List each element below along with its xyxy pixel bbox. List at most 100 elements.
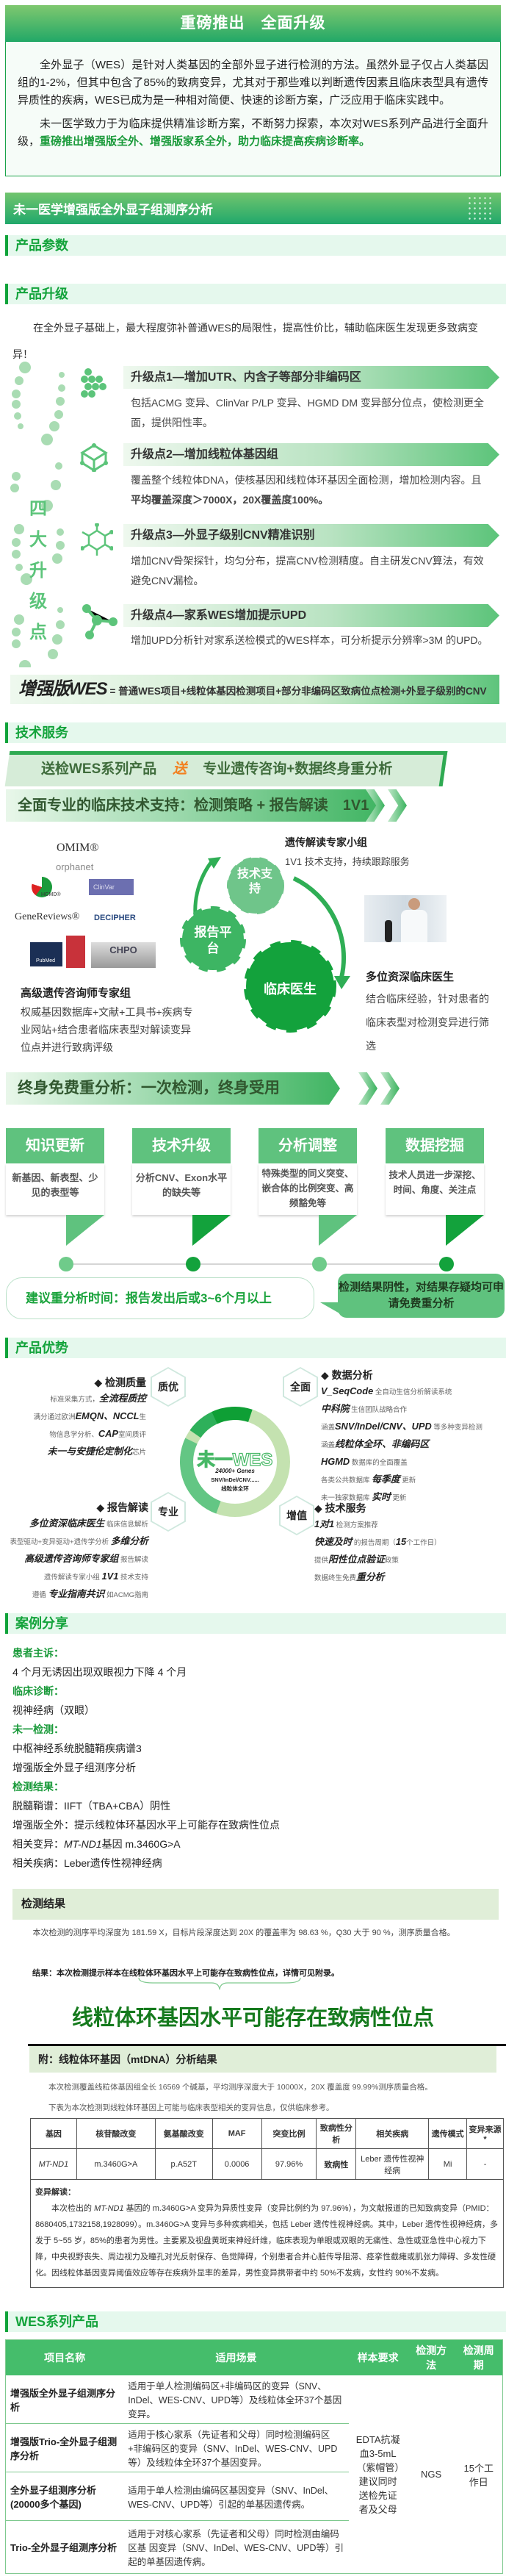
emphasis-text: V_SeqCode bbox=[321, 1385, 374, 1396]
table-row: Trio-全外显子组测序分析 适用于对核心家系（先证者和父母）同时检测由编码区基… bbox=[6, 2521, 503, 2574]
emphasis-text: 多维分析 bbox=[110, 1535, 148, 1546]
section-heading-advantage: 产品优势 bbox=[5, 1338, 506, 1358]
reanalysis-card: 技术升级分析CNV、Exon水平的缺失等 bbox=[132, 1128, 231, 1246]
tech-service-line: 1对1 检测方案推荐 bbox=[314, 1516, 441, 1534]
section-heading-case: 案例分享 bbox=[5, 1613, 506, 1634]
tech-service-block: ◆ 技术服务 1对1 检测方案推荐 快速及时 的报告周期（15个工作日） 提供阳… bbox=[314, 1500, 441, 1587]
table-header: 相关疾病 bbox=[355, 2118, 430, 2149]
case-line: 增强版全外：提示线粒体环基因水平上可能存在致病性位点 bbox=[12, 1815, 497, 1834]
dna-helix-icon bbox=[10, 362, 65, 667]
table-cell-gene: MT-ND1 bbox=[30, 2148, 77, 2180]
table-header: MAF bbox=[212, 2118, 262, 2149]
text-segment: 增加UPD分析针对家系送检模式的WES样本，可分析提示分辨率>3M 的UPD。 bbox=[131, 634, 488, 646]
data-analysis-line: 涵盖SNV/InDel/CNV、UPD 等多种变异检测 bbox=[321, 1418, 482, 1436]
report-result-heading: 检测结果 bbox=[12, 1889, 499, 1920]
hgmd-logo: HGMD® bbox=[41, 892, 61, 897]
hero-paragraph-1: 全外显子（WES）是针对人类基因的全部外显子进行检测的方法。虽然外显子仅占人类基… bbox=[18, 59, 488, 107]
upgrade-point-desc: 增加CNV骨架探针，均匀分布，提高CNV检测精度。自主研发CNV算法，有效避免C… bbox=[131, 551, 491, 591]
emphasis-text: SNV/InDel/CNV、UPD bbox=[335, 1421, 432, 1432]
section-heading-params: 产品参数 bbox=[5, 235, 506, 256]
text-segment: 本次检出的 bbox=[51, 2204, 95, 2213]
table-header: 变异来源* bbox=[466, 2118, 504, 2149]
chevron-right-icon bbox=[358, 1072, 377, 1105]
text-segment: 遵循 bbox=[32, 1591, 48, 1599]
gear-icon bbox=[227, 857, 284, 914]
table-header: 项目名称 bbox=[5, 2339, 124, 2375]
card-pointer-icon bbox=[66, 1215, 104, 1246]
upgrade-point-title: 升级点2—增加线粒体基因组 bbox=[123, 443, 499, 466]
text-segment: 相关疾病：Leber遗传性视神经病 bbox=[12, 1857, 162, 1869]
case-label: 未一检测： bbox=[12, 1723, 64, 1735]
wes-products-table: 项目名称 适用场景 样本要求 检测方法 检测周期 增强版全外显子组测序分析 适用… bbox=[5, 2339, 503, 2574]
hero-paragraph-2: 未一医学致力于为临床提供精准诊断方案，不断努力探索，本次对WES系列产品进行全面… bbox=[18, 115, 488, 151]
appendix-title: 附：线粒体环基因（mtDNA）分析结果 bbox=[29, 2046, 496, 2073]
negative-result-note: 检测结果阴性，对结果存疑均可申请免费重分析 bbox=[338, 1274, 505, 1318]
text-segment: 包括ACMG 变异、ClinVar P/LP 变异、HGMD DM 变异部分位点… bbox=[131, 397, 484, 428]
emphasis-text: 线粒体全环、非编码区 bbox=[335, 1438, 430, 1449]
report-line: 高级遗传咨询师专家组 报告解读 bbox=[10, 1551, 148, 1568]
text-segment: 芯片 bbox=[131, 1449, 146, 1457]
product-banner-title: 未一医学增强版全外显子组测序分析 bbox=[13, 203, 213, 217]
gear-label-support: 技术支持 bbox=[236, 868, 272, 895]
text-segment: 检测方案推荐 bbox=[334, 1521, 378, 1529]
report-block: ◆ 报告解读 多位资深临床医生 临床信息解析 表型驱动+变异驱动+遗传学分析 多… bbox=[10, 1499, 148, 1604]
molecule-cube-icon bbox=[80, 443, 108, 472]
gear-label-doctor: 临床医生 bbox=[264, 982, 317, 997]
hero-intro: 全外显子（WES）是针对人类基因的全部外显子进行检测的方法。虽然外显子仅占人类基… bbox=[5, 42, 501, 176]
report-line: 表型驱动+变异驱动+遗传学分析 多维分析 bbox=[10, 1533, 148, 1551]
product-name: 增强版Trio-全外显子组测序分析 bbox=[5, 2423, 124, 2472]
card-pointer-icon bbox=[192, 1215, 231, 1246]
table-header: 氨基酸改变 bbox=[154, 2118, 213, 2149]
product-name: 增强版全外显子组测序分析 bbox=[5, 2375, 124, 2424]
product-scene: 适用于单人检测编码区+非编码区的变异（SNV、InDel、WES-CNV、UPD… bbox=[123, 2375, 349, 2424]
expert-team-title: 遗传解读专家小组 bbox=[285, 836, 367, 848]
text-segment: 标准采集方式， bbox=[50, 1396, 99, 1404]
emphasis-text: HGMD bbox=[321, 1456, 350, 1467]
appendix-text: 本次检测覆盖线粒体基因组全长 16569 个碱基，平均测序深度大于 10000X… bbox=[48, 2077, 433, 2118]
product-scene: 适用于核心家系（先证者和父母）同时检测编码区+非编码区的变异（SNV、InDel… bbox=[123, 2423, 349, 2472]
formula-equals: = bbox=[109, 686, 116, 697]
formula-brand: 增强版WES bbox=[18, 679, 108, 699]
table-header: 突变比例 bbox=[261, 2118, 317, 2149]
report-line: 遵循 专业指南共识 如ACMG指南 bbox=[10, 1586, 148, 1604]
case-details: 患者主诉： 4 个月无诱因出现双眼视力下降 4 个月 临床诊断： 视神经病（双眼… bbox=[12, 1643, 497, 1873]
card-pointer-icon bbox=[319, 1215, 357, 1246]
text-segment: 涵盖 bbox=[321, 1424, 336, 1432]
orphanet-logo: orphanet bbox=[56, 861, 94, 872]
text-segment: 物信息学分析、 bbox=[49, 1431, 98, 1439]
dots-decoration-icon bbox=[467, 195, 494, 220]
product-scene: 适用于单人检测由编码区基因变异（SNV、InDel、WES-CNV、UPD等）引… bbox=[123, 2472, 349, 2521]
appendix-text-1: 本次检测覆盖线粒体基因组全长 16569 个碱基，平均测序深度大于 10000X… bbox=[48, 2083, 433, 2092]
emphasis-text: 实时 bbox=[372, 1491, 391, 1502]
chpo-logo: CHPO bbox=[91, 942, 156, 968]
section-heading-products: WES系列产品 bbox=[5, 2311, 506, 2332]
appendix-text-2: 下表为本次检测到线粒体环基因上可能与临床表型相关的变异信息，仅供临床参考。 bbox=[48, 2103, 334, 2112]
brace-icon bbox=[138, 1977, 301, 1990]
report-line: 遗传解读专家小组 1V1 技术支持 bbox=[10, 1568, 148, 1586]
interpretation-cell: 变异解读： 本次检出的 MT-ND1 基因的 m.3460G>A 变异为异质性变… bbox=[30, 2179, 504, 2288]
hex-label-quality: 质优 bbox=[152, 1368, 184, 1405]
card-title: 数据挖掘 bbox=[386, 1128, 484, 1163]
data-analysis-title: ◆ 数据分析 bbox=[321, 1369, 373, 1381]
side-label-char: 四 bbox=[29, 499, 47, 519]
emphasis-text: 重分析 bbox=[356, 1571, 385, 1582]
decipher-logo: DECIPHER bbox=[94, 914, 136, 922]
emphasis-text: 1对1 bbox=[314, 1518, 335, 1529]
upgrade-point-desc: 包括ACMG 变异、ClinVar P/LP 变异、HGMD DM 变异部分位点… bbox=[131, 393, 491, 433]
upgrade-point-title: 升级点4—家系WES增加提示UPD bbox=[123, 604, 499, 627]
text-segment: 如ACMG指南 bbox=[104, 1591, 148, 1599]
chevron-right-icon bbox=[380, 1072, 400, 1105]
text-segment: 增强版全外：提示线粒体环基因水平上可能存在致病性位点 bbox=[12, 1819, 280, 1831]
timeline-dot bbox=[312, 1257, 327, 1271]
data-analysis-line: 未一独家数据库 实时 更新 bbox=[321, 1489, 482, 1507]
text-segment: 平均覆盖深度＞7000X，20X覆盖度100%。 bbox=[131, 494, 329, 506]
quality-line: 标准采集方式，全流程质控 bbox=[34, 1391, 146, 1408]
clinvar-logo: ClinVar bbox=[89, 879, 134, 895]
doctor-head-icon bbox=[408, 898, 420, 910]
text-segment: 全自动生信分析解读系统 bbox=[373, 1388, 452, 1396]
text-segment: 更新 bbox=[390, 1494, 407, 1502]
data-analysis-line: 涵盖线粒体全环、非编码区 bbox=[321, 1436, 482, 1454]
text-segment: 的报告周期（ bbox=[352, 1539, 396, 1547]
table-header: 样本要求 bbox=[348, 2339, 408, 2375]
hero-title: 重磅推出 全面升级 bbox=[5, 5, 501, 42]
